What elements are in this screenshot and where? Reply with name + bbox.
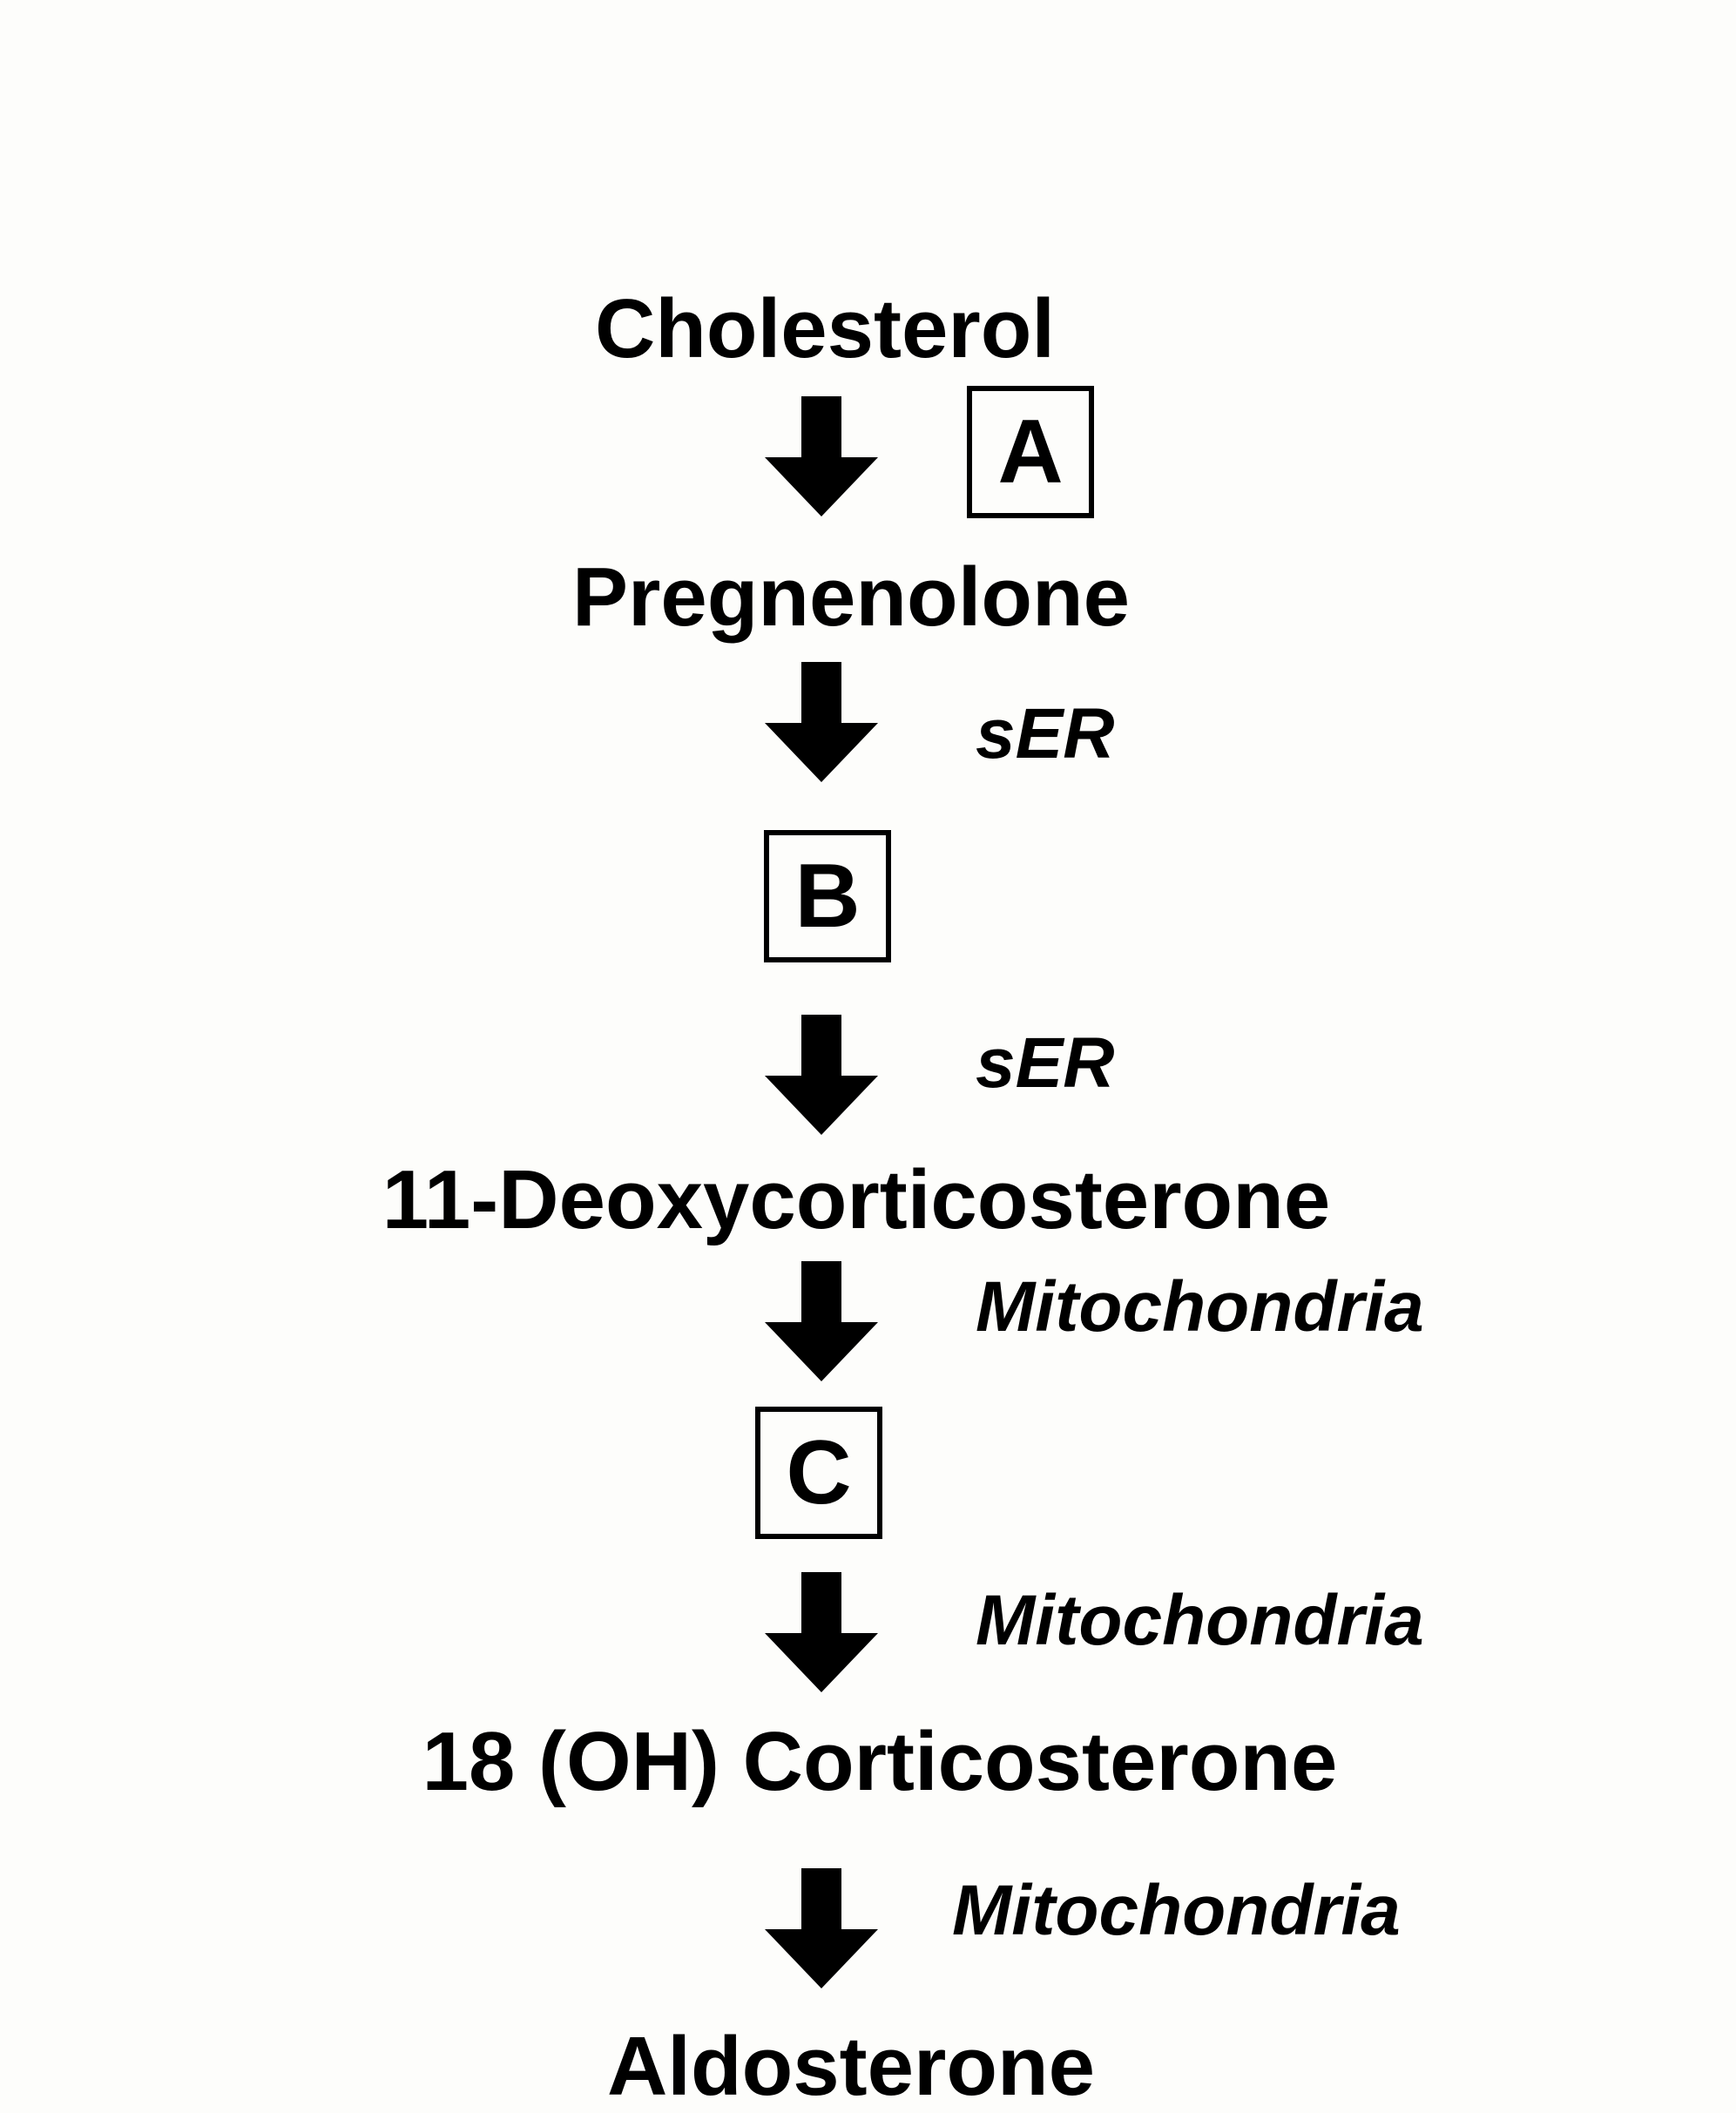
- down-arrow-icon: [765, 1015, 878, 1135]
- down-arrow-icon: [765, 1572, 878, 1692]
- down-arrow-icon: [765, 396, 878, 516]
- pregnenolone-label: Pregnenolone: [571, 550, 1131, 644]
- hydroxycorticosterone-label: 18 (OH) Corticosterone: [422, 1715, 1338, 1808]
- location-label-ser-2: sER: [976, 1023, 1115, 1103]
- cholesterol-label: Cholesterol: [594, 282, 1056, 375]
- box-b-letter: B: [794, 846, 861, 947]
- deoxycorticosterone-label: 11-Deoxycorticosterone: [382, 1153, 1331, 1246]
- down-arrow-icon: [765, 662, 878, 782]
- box-a-letter: A: [997, 402, 1064, 503]
- box-a: A: [967, 386, 1094, 518]
- location-label-mitochondria-2: Mitochondria: [976, 1581, 1424, 1660]
- box-b: B: [764, 830, 891, 962]
- location-label-mitochondria-1: Mitochondria: [976, 1267, 1424, 1347]
- location-label-mitochondria-3: Mitochondria: [952, 1871, 1401, 1950]
- location-label-ser-1: sER: [976, 694, 1115, 773]
- down-arrow-icon: [765, 1868, 878, 1988]
- box-c-letter: C: [786, 1422, 852, 1523]
- box-c: C: [755, 1407, 882, 1539]
- down-arrow-icon: [765, 1261, 878, 1381]
- aldosterone-label: Aldosterone: [606, 2020, 1096, 2113]
